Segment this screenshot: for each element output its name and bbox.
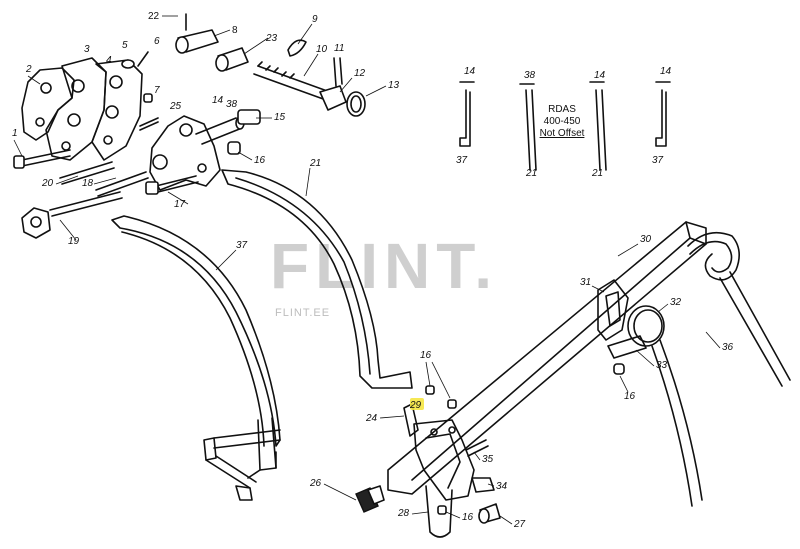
- label-37: 37: [236, 240, 248, 251]
- label-inset-14-c: 14: [660, 66, 672, 77]
- label-33: 33: [656, 360, 668, 371]
- label-inset-37-b: 37: [652, 155, 664, 166]
- label-22: 22: [148, 11, 160, 22]
- label-26: 26: [309, 478, 322, 489]
- label-31: 31: [580, 277, 591, 288]
- watermark-logo: FLINT.: [270, 230, 498, 302]
- tine-inset: [459, 81, 671, 171]
- label-6: 6: [154, 36, 160, 47]
- label-30: 30: [640, 234, 652, 245]
- label-29: 29: [409, 400, 422, 411]
- label-inset-14-b: 14: [594, 70, 606, 81]
- label-11: 11: [334, 43, 344, 54]
- label-10: 10: [316, 44, 328, 55]
- label-inset-14-a: 14: [464, 66, 476, 77]
- arm-21: [221, 169, 413, 389]
- label-14: 14: [212, 95, 224, 106]
- note-line-2: 400-450: [544, 116, 581, 127]
- label-28: 28: [397, 508, 410, 519]
- label-3: 3: [84, 44, 90, 55]
- label-inset-21-a: 21: [525, 168, 537, 179]
- note-line-3: Not Offset: [540, 128, 585, 139]
- label-27: 27: [513, 519, 526, 530]
- note-line-1: RDAS: [548, 104, 576, 115]
- inset-note: RDAS 400-450 Not Offset: [540, 104, 585, 139]
- label-13: 13: [388, 80, 400, 91]
- frame-37: [111, 215, 281, 501]
- label-32: 32: [670, 297, 682, 308]
- label-24: 24: [365, 413, 378, 424]
- label-19: 19: [68, 236, 80, 247]
- callout-labels: 22 8 9 6 5 3 23 10 11 4 2 12 13 7 38 14 …: [12, 11, 734, 530]
- label-16-bottom: 16: [462, 512, 474, 523]
- label-21: 21: [309, 158, 321, 169]
- label-8: 8: [232, 25, 238, 36]
- label-16-top: 16: [254, 155, 266, 166]
- label-inset-21-b: 21: [591, 168, 603, 179]
- label-20: 20: [41, 178, 54, 189]
- label-36: 36: [722, 342, 734, 353]
- label-2: 2: [25, 64, 32, 75]
- label-1: 1: [12, 128, 18, 139]
- beam-30: [355, 221, 791, 538]
- leader-lines: [13, 15, 721, 525]
- label-5: 5: [122, 40, 128, 51]
- label-inset-38: 38: [524, 70, 536, 81]
- label-7: 7: [154, 85, 160, 96]
- watermark: FLINT. FLINT.EE: [270, 230, 498, 319]
- label-15: 15: [274, 112, 286, 123]
- label-38: 38: [226, 99, 238, 110]
- label-4: 4: [106, 55, 112, 66]
- hitch-assembly: [13, 13, 366, 239]
- label-9: 9: [312, 14, 318, 25]
- label-16-right: 16: [624, 391, 636, 402]
- watermark-url: FLINT.EE: [275, 307, 330, 319]
- label-12: 12: [354, 68, 366, 79]
- label-35: 35: [482, 454, 494, 465]
- highlight-29: [410, 398, 424, 410]
- label-23: 23: [265, 33, 278, 44]
- label-16-mid: 16: [420, 350, 432, 361]
- label-17: 17: [174, 199, 186, 210]
- label-25: 25: [169, 101, 182, 112]
- label-34: 34: [496, 481, 508, 492]
- label-18: 18: [82, 178, 94, 189]
- label-inset-37-a: 37: [456, 155, 468, 166]
